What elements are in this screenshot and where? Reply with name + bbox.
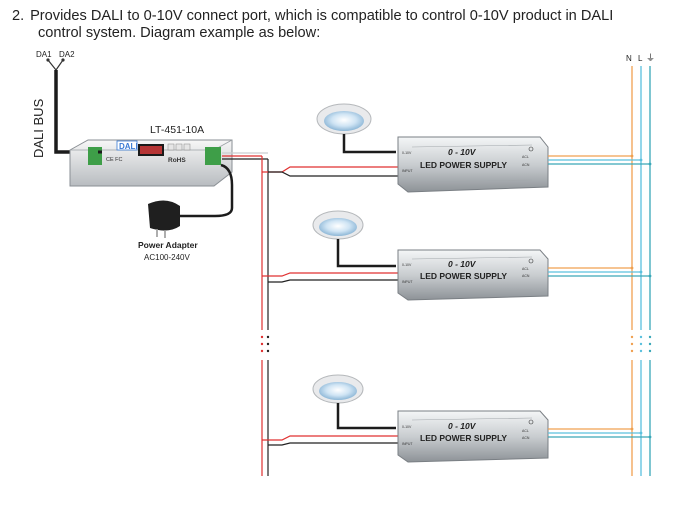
da2-label: DA2 [59,50,75,59]
ps-out-label-1: ACL [522,155,529,159]
terminal-pin-1 [46,58,50,62]
terminal-pin-2 [61,58,65,62]
ps-title: 0 - 10V [448,147,477,157]
power-adapter: Power Adapter AC100-240V [138,163,234,262]
dali-bus-label: DALI BUS [31,98,46,158]
dali-logo-box [116,140,138,151]
adapter-cable [176,163,234,218]
led-power-supply-2: 0 - 10V LED POWER SUPPLY 0-10V INPUT ACL… [397,249,549,301]
adapter-prongs [156,229,166,238]
controller-body [69,139,233,187]
button-2 [175,143,183,151]
ps-out-label-2: ACN [522,163,530,167]
driver-row-2: 0 - 10V LED POWER SUPPLY 0-10V INPUT ACL… [262,210,652,301]
ground-icon: ⏚ [646,53,655,64]
ps-title: 0 - 10V [448,259,477,269]
terminal-fork [47,59,64,72]
ps-out-label-1: ACL [522,267,529,271]
controller-model: LT-451-10A [150,124,204,136]
ps-out-label-2: ACN [522,436,530,440]
adapter-body [148,200,180,231]
button-1 [167,143,175,151]
list-number: 2. [12,8,25,24]
ps-out-label-1: ACL [522,429,529,433]
button-3 [183,143,191,151]
intro-text: 2. Provides DALI to 0-10V connect port, … [12,8,692,42]
mains-rails: N L ⏚ [626,53,655,476]
neutral-label: N [626,54,632,63]
downlight-2 [312,210,396,268]
ps-in-label: 0-10V [402,425,412,429]
live-label: L [638,54,643,63]
intro-line-1: Provides DALI to 0-10V connect port, whi… [30,8,614,24]
ps-title: 0 - 10V [448,421,477,431]
ps-in-label-2: INPUT [402,442,413,446]
ps-in-label: 0-10V [402,263,412,267]
ps-out-label-2: ACN [522,274,530,278]
rohs-mark: RoHS [168,157,186,164]
da1-label: DA1 [36,50,52,59]
ps-in-label-2: INPUT [402,280,413,284]
downlight-3 [312,374,396,430]
ce-fc-mark: CE FC [106,157,123,163]
intro-line-2: control system. Diagram example as below… [38,25,321,41]
adapter-name: Power Adapter [138,240,198,250]
controller-outputs [222,152,268,160]
ps-subtitle: LED POWER SUPPLY [420,160,507,170]
led-power-supply-3: 0 - 10V LED POWER SUPPLY 0-10V INPUT ACL… [397,410,549,463]
driver-row-1: 0 - 10V LED POWER SUPPLY 0-10V INPUT ACL… [262,103,652,193]
control-bus [260,156,270,476]
led-power-supply-1: 0 - 10V LED POWER SUPPLY 0-10V INPUT ACL… [397,136,549,193]
ps-in-label-2: INPUT [402,169,413,173]
ps-subtitle: LED POWER SUPPLY [420,271,507,281]
ps-in-label: 0-10V [402,151,412,155]
dali-logo: DALI [119,142,138,151]
downlight-1 [316,103,396,154]
ps-subtitle: LED POWER SUPPLY [420,433,507,443]
terminal-block-right [205,147,221,165]
adapter-spec: AC100-240V [144,253,190,262]
controller-module: LT-451-10A DALI CE FC RoHS [69,124,233,187]
terminal-block-left [88,147,102,165]
driver-row-3: 0 - 10V LED POWER SUPPLY 0-10V INPUT ACL… [262,374,652,463]
